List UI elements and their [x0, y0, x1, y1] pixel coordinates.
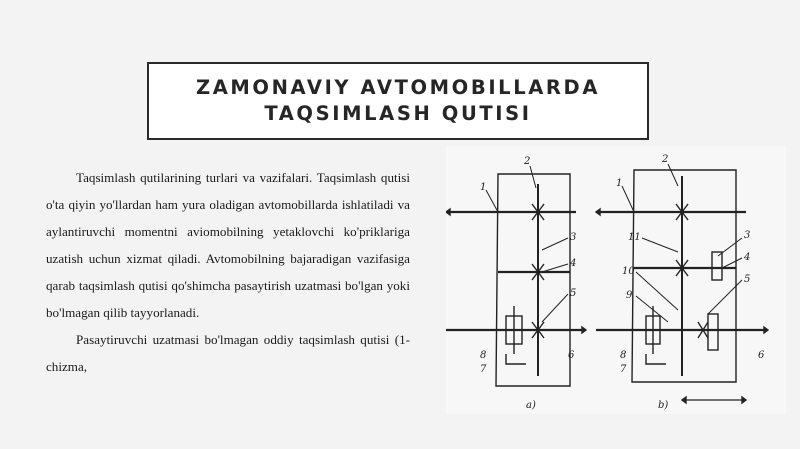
- paragraph-2: Pasaytiruvchi uzatmasi bo'lmagan oddiy t…: [46, 332, 410, 374]
- diagram-b-reduction-gear: [707, 313, 719, 351]
- diagram-svg: 1 2 3 4 5 6 7 8 a): [446, 154, 770, 411]
- diagram-b-leader: [707, 279, 743, 315]
- diagram-a-caption: a): [526, 400, 536, 411]
- diagram-a-leader: [529, 165, 537, 189]
- diagram-b-label-3: 3: [744, 230, 750, 241]
- diagram-b-leader: [667, 163, 679, 187]
- diagram-a-label-3: 3: [570, 232, 576, 243]
- diagram-b: 1 2 11 3 4 10 9 5 6 8 7 b): [594, 154, 770, 411]
- transfer-case-diagram: 1 2 3 4 5 6 7 8 a): [446, 146, 786, 414]
- diagram-b-gear-mark: [675, 259, 689, 277]
- diagram-a-label-2: 2: [523, 156, 530, 167]
- diagram-b-label-11: 11: [628, 232, 641, 243]
- diagram-a-label-7: 7: [480, 364, 487, 375]
- diagram-a: 1 2 3 4 5 6 7 8 a): [446, 156, 588, 411]
- diagram-b-label-9: 9: [626, 290, 633, 301]
- diagram-a-housing: [495, 173, 571, 387]
- diagram-b-input-arrow: [594, 207, 601, 217]
- diagram-b-leader: [635, 271, 679, 311]
- diagram-a-leader: [541, 263, 569, 273]
- diagram-a-label-1: 1: [480, 182, 486, 193]
- title-line-1: ZAMONAVIY AVTOMOBILLARDA: [195, 76, 601, 99]
- diagram-b-leader: [641, 237, 679, 253]
- diagram-b-shift-arrow: [680, 395, 687, 405]
- diagram-a-label-6: 6: [568, 350, 575, 361]
- diagram-b-leader: [621, 185, 635, 213]
- diagram-a-label-8: 8: [480, 350, 486, 361]
- diagram-b-label-8: 8: [620, 350, 626, 361]
- diagram-b-caption: b): [658, 400, 668, 411]
- diagram-b-label-1: 1: [616, 178, 622, 189]
- diagram-a-input-arrow: [446, 207, 451, 217]
- diagram-a-label-4: 4: [569, 258, 576, 269]
- diagram-b-label-4: 4: [743, 252, 750, 263]
- diagram-b-label-2: 2: [661, 154, 668, 165]
- diagram-a-gear-mark: [531, 203, 545, 221]
- diagram-a-output-arrow: [581, 325, 588, 335]
- diagram-b-housing: [631, 169, 737, 383]
- diagram-a-leader: [541, 237, 569, 251]
- diagram-b-label-7: 7: [620, 364, 627, 375]
- diagram-b-leader: [721, 257, 743, 269]
- diagram-b-label-10: 10: [622, 266, 635, 277]
- diagram-b-reduction-gear: [711, 251, 723, 281]
- diagram-b-leader: [717, 237, 743, 257]
- paragraph-1: Taqsimlash qutilarining turlari va vazif…: [46, 170, 410, 320]
- title-box: ZAMONAVIY AVTOMOBILLARDA TAQSIMLASH QUTI…: [147, 62, 649, 140]
- diagram-b-label-6: 6: [758, 350, 765, 361]
- diagram-b-shift-arrow: [741, 395, 748, 405]
- diagram-b-label-5: 5: [744, 274, 750, 285]
- body-text: Taqsimlash qutilarining turlari va vazif…: [46, 164, 410, 380]
- diagram-a-lever: [505, 354, 526, 365]
- diagram-a-leader: [541, 293, 569, 323]
- diagram-a-leader: [485, 189, 499, 213]
- diagram-a-gear-mark: [531, 321, 545, 339]
- diagram-b-lever: [645, 354, 666, 365]
- diagram-b-gear-mark: [675, 203, 689, 221]
- diagram-b-output-arrow: [763, 325, 770, 335]
- title-line-2: TAQSIMLASH QUTISI: [264, 102, 532, 125]
- diagram-b-leader: [635, 295, 669, 323]
- diagram-a-gear-mark: [531, 263, 545, 281]
- diagram-a-label-5: 5: [570, 288, 576, 299]
- diagram-b-gear-mark: [697, 321, 709, 339]
